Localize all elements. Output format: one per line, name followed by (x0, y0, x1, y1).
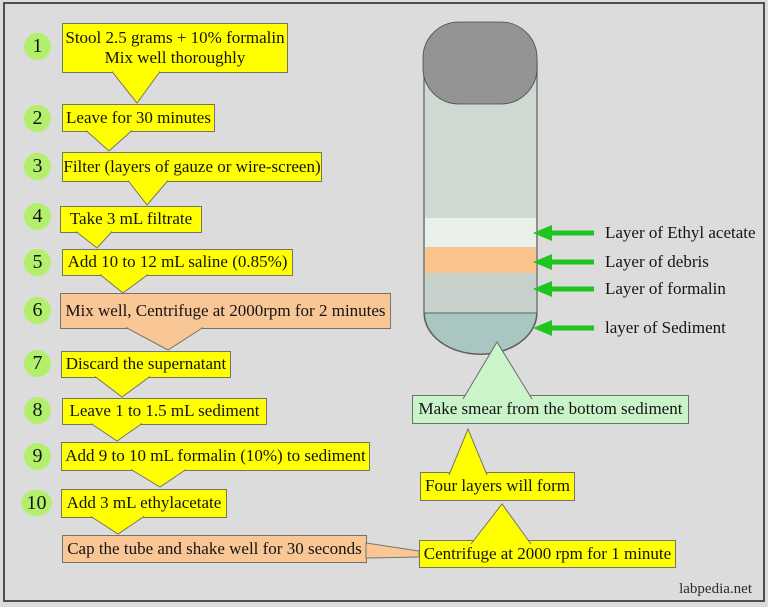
green-arrow-icon (533, 320, 594, 336)
step-box-2: Leave for 30 minutes (62, 104, 215, 132)
callout-tail-9 (130, 469, 187, 488)
callout-tail-8 (90, 423, 143, 442)
result-text: Four layers will form (425, 476, 570, 496)
step-number: 3 (32, 155, 43, 177)
step-number: 7 (32, 352, 43, 374)
four-layers-box: Four layers will form (420, 472, 575, 501)
green-arrow-icon (533, 225, 594, 241)
callout-tail-7 (94, 376, 151, 398)
step-circle-1: 1 (24, 33, 51, 60)
step-number: 6 (32, 299, 43, 321)
step-text: Discard the supernatant (65, 354, 227, 374)
step-number: 9 (32, 445, 43, 467)
step-number: 5 (32, 251, 43, 273)
callout-tail-4 (75, 231, 113, 249)
green-arrow-icon (533, 281, 594, 297)
green-arrow-icon (533, 254, 594, 270)
step-number: 4 (32, 205, 43, 227)
step-text: Leave 1 to 1.5 mL sediment (69, 401, 260, 421)
pointer-four-layers (470, 503, 532, 545)
layer-formalin (425, 273, 536, 313)
callout-tail-1 (111, 71, 161, 104)
tube-label-sediment: layer of Sediment (605, 318, 726, 337)
step-box-6: Mix well, Centrifuge at 2000rpm for 2 mi… (60, 293, 391, 329)
step-circle-8: 8 (24, 397, 51, 424)
callout-tail-5 (99, 274, 149, 294)
watermark: labpedia.net (679, 581, 752, 597)
pointer-to-tube (462, 341, 533, 400)
connector-line (365, 542, 420, 559)
step-circle-3: 3 (24, 153, 51, 180)
result-text: Centrifuge at 2000 rpm for 1 minute (423, 543, 672, 563)
callout-tail-6 (125, 327, 204, 351)
tube-cap (422, 21, 538, 105)
step-box-8: Leave 1 to 1.5 mL sediment (62, 398, 267, 425)
step-circle-7: 7 (24, 350, 51, 377)
step-box-7: Discard the supernatant (61, 351, 231, 378)
step-circle-9: 9 (24, 443, 51, 470)
tube-label-ethyl-acetate: Layer of Ethyl acetate (605, 223, 756, 242)
step-text: Filter (layers of gauze or wire-screen) (63, 156, 321, 176)
step-text: Mix well thoroughly (104, 48, 246, 67)
step-number: 8 (32, 399, 43, 421)
step-circle-2: 2 (24, 105, 51, 132)
step-box-1: Stool 2.5 grams + 10% formalin Mix well … (62, 23, 288, 73)
callout-tail-10 (90, 516, 145, 535)
step-text: Cap the tube and shake well for 30 secon… (67, 538, 362, 558)
callout-tail-2 (85, 130, 133, 152)
final-step-box: Cap the tube and shake well for 30 secon… (62, 535, 367, 563)
step-box-9: Add 9 to 10 mL formalin (10%) to sedimen… (61, 442, 370, 471)
step-text: Mix well, Centrifuge at 2000rpm for 2 mi… (65, 300, 386, 320)
step-text: Add 9 to 10 mL formalin (10%) to sedimen… (65, 446, 366, 466)
step-circle-6: 6 (24, 297, 51, 324)
step-number: 10 (26, 491, 47, 514)
step-number: 2 (32, 107, 43, 129)
step-text: Take 3 mL filtrate (69, 209, 193, 229)
step-box-10: Add 3 mL ethylacetate (61, 489, 227, 518)
step-text: Stool 2.5 grams + 10% formalin (65, 27, 285, 47)
step-number: 1 (32, 35, 43, 57)
step-box-5: Add 10 to 12 mL saline (0.85%) (62, 249, 293, 276)
step-box-4: Take 3 mL filtrate (60, 206, 202, 233)
step-text: Add 3 mL ethylacetate (66, 493, 222, 513)
pointer-smear (448, 427, 488, 476)
smear-box: Make smear from the bottom sediment (412, 395, 689, 424)
step-box-3: Filter (layers of gauze or wire-screen) (62, 152, 322, 182)
callout-tail-3 (127, 180, 169, 206)
step-circle-10: 10 (21, 490, 52, 516)
test-tube-body (423, 60, 538, 355)
centrifuge-box: Centrifuge at 2000 rpm for 1 minute (419, 540, 676, 568)
tube-label-formalin: Layer of formalin (605, 279, 726, 298)
result-text: Make smear from the bottom sediment (418, 399, 683, 419)
step-circle-4: 4 (24, 203, 51, 230)
layer-ethyl-acetate (425, 218, 536, 247)
tube-label-debris: Layer of debris (605, 252, 709, 271)
step-text: Add 10 to 12 mL saline (0.85%) (67, 252, 288, 272)
step-circle-5: 5 (24, 249, 51, 276)
layer-debris (425, 247, 536, 273)
step-text: Leave for 30 minutes (66, 107, 211, 127)
layer-sediment (423, 312, 538, 355)
